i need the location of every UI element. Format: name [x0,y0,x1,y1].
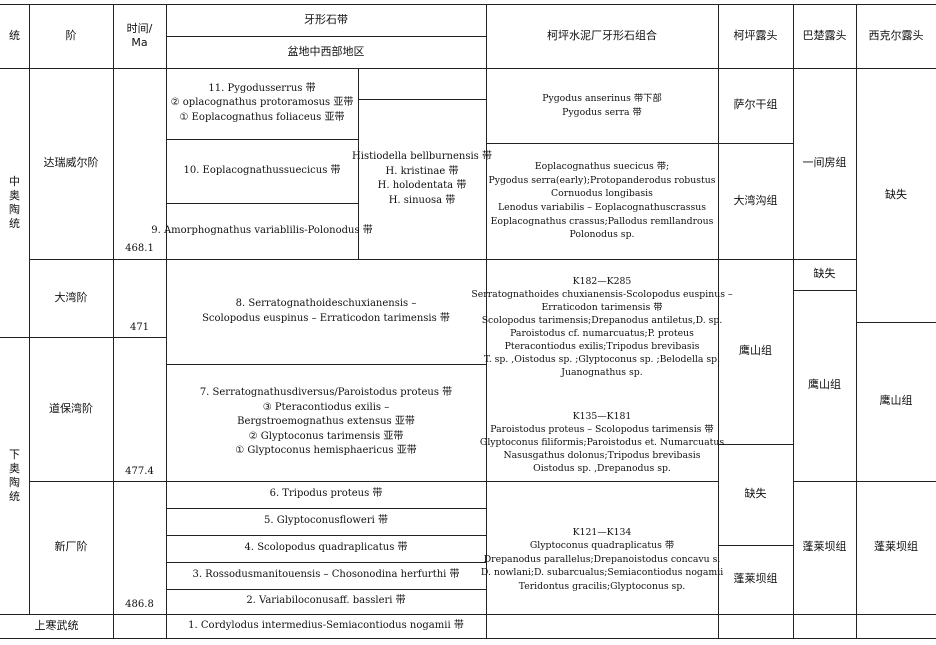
time-468: 468.1 [125,243,154,254]
header-time: 时间/Ma [126,21,153,50]
series-middle-ordovician: 中奥陶统 [9,174,20,230]
rule-header-mid [166,36,486,37]
stage-daobaowan: 道保湾阶 [49,401,93,415]
header-series: 统 [9,28,20,42]
header-keping-outcrop: 柯坪露头 [733,28,778,42]
rule-daobaowan-bottom [29,481,166,482]
rule-a1-bottom [486,143,718,144]
xikeer-penglaiba: 蓬莱坝组 [874,540,918,554]
rule-a4-bottom [486,481,718,482]
keping-saergan: 萨尔干组 [733,98,778,112]
rule-z5-bottom [166,535,486,536]
bachu-yingshan: 鹰山组 [808,378,841,392]
zone-4: 4. Scolopodus quadraplicatus 带 [244,542,408,554]
assemblage-2: Eoplacognathus suecicus 带;Pygodus serra(… [488,161,716,241]
zone-5: 5. Glyptoconusfloweri 带 [264,515,388,527]
zone-3: 3. Rossodusmanitouensis – Chosonodina he… [192,569,460,581]
rule-x1 [856,322,936,323]
col-bachu-right [856,4,857,638]
rule-bottom [0,638,936,639]
zone-6: 6. Tripodus proteus 带 [269,488,383,500]
rule-top [0,4,936,5]
bachu-missing: 缺失 [813,267,836,281]
rule-z10-bottom [166,203,358,204]
col-assemblage-right [718,4,719,638]
rule-z11-bottom [166,139,358,140]
header-bachu-outcrop: 巴楚露头 [802,28,847,42]
keping-missing: 缺失 [744,487,767,501]
stage-darriwilian: 达瑞威尔阶 [43,156,99,170]
rule-k3 [718,444,793,445]
header-conodont-zone: 牙形石带 [304,12,348,26]
zone-7: 7. Serratognathusdiversus/Paroistodus pr… [199,387,453,457]
rule-z6-bottom [166,508,486,509]
rule-hist-top [358,99,486,100]
xikeer-yingshan: 鹰山组 [879,394,913,408]
col-stage-right [113,4,114,638]
zone-2: 2. Variabiloconusaff. bassleri 带 [246,595,406,607]
stage-xinchang: 新厂阶 [54,540,88,554]
rule-z3-bottom [166,589,486,590]
keping-dawangou: 大湾沟组 [733,193,778,207]
rule-k1 [718,143,793,144]
bachu-yijianfang: 一间房组 [802,156,847,170]
keping-yingshan: 鹰山组 [739,344,772,358]
rule-z7-bottom [166,481,486,482]
col-hist-left [358,68,359,259]
col-time-right [166,4,167,638]
rule-k2 [718,259,793,260]
series-upper-cambrian: 上寒武统 [34,618,79,632]
col-series-right [29,4,30,614]
rule-b1 [793,259,856,260]
rule-z4-bottom [166,562,486,563]
series-lower-ordovician: 下奥陶统 [9,447,20,503]
xikeer-missing: 缺失 [885,187,907,201]
col-keping-right [793,4,794,638]
header-xikeer-outcrop: 西克尔露头 [868,28,924,42]
zone-8: 8. Serratognathoideschuxianensis –Scolop… [202,298,450,324]
zone-1: 1. Cordylodus intermedius-Semiacontiodus… [188,619,464,631]
zone-9: 9. Amorphognathus variablilis-Polonodus … [151,224,373,236]
header-basin-region: 盆地中西部地区 [287,44,365,58]
header-stage: 阶 [65,28,77,42]
time-477: 477.4 [125,466,154,477]
header-keping-assemblage: 柯坪水泥厂牙形石组合 [547,28,657,42]
time-486: 486.8 [125,599,154,610]
stage-dawan: 大湾阶 [54,290,88,304]
zone-10: 10. Eoplacognathussuecicus 带 [183,164,341,176]
col-zone-right [486,4,487,638]
rule-cambrian-top [0,614,936,615]
time-471: 471 [129,322,150,333]
rule-b2 [793,290,856,291]
rule-k4 [718,545,793,546]
rule-x2 [856,481,936,482]
bachu-penglaiba: 蓬莱坝组 [802,540,847,554]
rule-darriwilian-bottom [29,259,486,260]
rule-a2-bottom [486,259,718,260]
keping-penglaiba: 蓬莱坝组 [733,572,778,586]
rule-header-bottom [0,68,936,69]
rule-z8-bottom [166,364,486,365]
rule-b3 [793,481,856,482]
rule-series-boundary [0,337,166,338]
